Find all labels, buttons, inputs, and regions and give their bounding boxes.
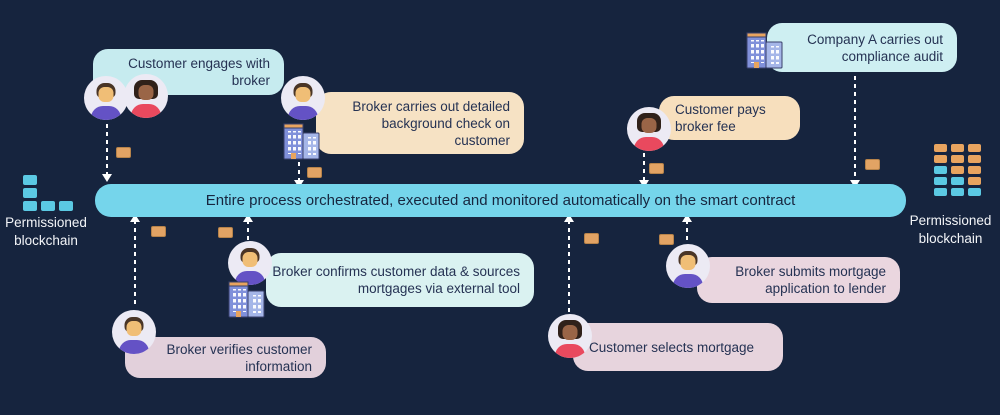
customer-avatar-icon [627, 107, 671, 151]
arrow-up-icon [130, 214, 140, 306]
callout-customer-selects-mortgage: Customer selects mortgage [573, 323, 783, 371]
callout-broker-verifies-info: Broker verifies customer information [125, 337, 326, 378]
pixel-block [951, 188, 964, 196]
pixel-block [59, 201, 73, 211]
callout-text: application to lender [765, 281, 886, 296]
pixel-block [41, 188, 55, 198]
avatar-face [562, 325, 578, 340]
callout-text: Customer selects mortgage [589, 339, 755, 355]
callout-text: broker fee [675, 119, 736, 134]
callout-text: background check on [381, 115, 510, 131]
customer-avatar-icon [548, 314, 592, 358]
buildings-icon [283, 123, 320, 160]
block-chip-icon [649, 163, 664, 174]
broker-avatar-icon [112, 310, 156, 354]
callout-text: Company A carries out [807, 31, 943, 47]
pixel-block [59, 175, 73, 185]
callout-broker-submits-application: Broker submits mortgage application to l… [697, 257, 900, 303]
pixel-block [23, 175, 37, 185]
avatar-face [680, 255, 696, 270]
arrow-down-icon [850, 76, 860, 188]
broker-avatar-icon [281, 76, 325, 120]
avatar-face [98, 87, 114, 102]
block-chip-icon [659, 234, 674, 245]
callout-text: Broker submits mortgage [735, 264, 886, 279]
pixel-block [951, 177, 964, 185]
avatar-face [295, 87, 311, 102]
pixel-block [41, 175, 55, 185]
block-chip-icon [307, 167, 322, 178]
avatar-torso [131, 104, 161, 118]
avatar-torso [673, 274, 703, 288]
smart-contract-bar-text: Entire process orchestrated, executed an… [205, 192, 796, 209]
avatar-face [242, 252, 258, 267]
pixel-block [59, 188, 73, 198]
label-line: Permissioned [5, 215, 87, 230]
arrow-down-icon [294, 162, 304, 188]
avatar-face [138, 85, 154, 100]
pixel-block [23, 201, 37, 211]
pixel-block [951, 155, 964, 163]
arrow-up-icon [682, 214, 692, 242]
left-blockchain-pixels-icon [23, 175, 73, 211]
pixel-block [968, 155, 981, 163]
callout-broker-confirms-data: Broker confirms customer data & sources … [266, 253, 534, 307]
callout-broker-background-check: Broker carries out detailed background c… [316, 92, 524, 154]
label-line: blockchain [918, 231, 983, 246]
right-blockchain-label: Permissioned blockchain [903, 212, 998, 248]
right-blockchain-pixels-icon [934, 144, 981, 196]
callout-customer-pays-fee: Customer pays broker fee [659, 96, 800, 140]
pixel-block [934, 188, 947, 196]
pixel-block [968, 188, 981, 196]
arrow-down-icon [102, 124, 112, 182]
avatar-torso [634, 137, 664, 151]
block-chip-icon [584, 233, 599, 244]
avatar-torso [555, 344, 585, 358]
buildings-icon [746, 32, 783, 69]
callout-text: Broker confirms customer data & sources [272, 264, 520, 279]
avatar-torso [91, 106, 121, 120]
pixel-block [968, 177, 981, 185]
pixel-block [934, 166, 947, 174]
smart-contract-bar: Entire process orchestrated, executed an… [95, 184, 906, 217]
pixel-block [41, 201, 55, 211]
block-chip-icon [218, 227, 233, 238]
callout-text: compliance audit [841, 48, 943, 64]
callout-text: Customer pays [675, 102, 766, 117]
arrow-down-icon [639, 153, 649, 188]
pixel-block [23, 188, 37, 198]
buildings-icon [228, 281, 265, 318]
pixel-block [968, 144, 981, 152]
callout-text: information [245, 358, 312, 374]
broker-avatar-icon [124, 74, 168, 118]
callout-text: Customer engages with [128, 56, 270, 71]
broker-avatar-icon [228, 241, 272, 285]
broker-avatar-icon [666, 244, 710, 288]
pixel-block [951, 144, 964, 152]
callout-text: broker [231, 73, 270, 88]
label-line: Permissioned [909, 213, 992, 228]
pixel-block [934, 177, 947, 185]
block-chip-icon [865, 159, 880, 170]
callout-text: mortgages via external tool [357, 281, 520, 296]
callout-text: customer [454, 132, 510, 148]
block-chip-icon [151, 226, 166, 237]
pixel-block [934, 144, 947, 152]
avatar-face [126, 321, 142, 336]
pixel-block [934, 155, 947, 163]
arrow-up-icon [564, 214, 574, 312]
block-chip-icon [116, 147, 131, 158]
avatar-face [641, 118, 657, 133]
pixel-block [951, 166, 964, 174]
arrow-up-icon [243, 214, 253, 240]
pixel-block [968, 166, 981, 174]
left-blockchain-label: Permissioned blockchain [0, 214, 92, 250]
customer-avatar-icon [84, 76, 128, 120]
callout-text: Broker verifies customer [166, 341, 312, 357]
callout-text: Broker carries out detailed [352, 98, 510, 114]
avatar-torso [288, 106, 318, 120]
avatar-torso [119, 340, 149, 354]
label-line: blockchain [14, 233, 78, 248]
callout-company-compliance-audit: Company A carries out compliance audit [767, 23, 957, 72]
